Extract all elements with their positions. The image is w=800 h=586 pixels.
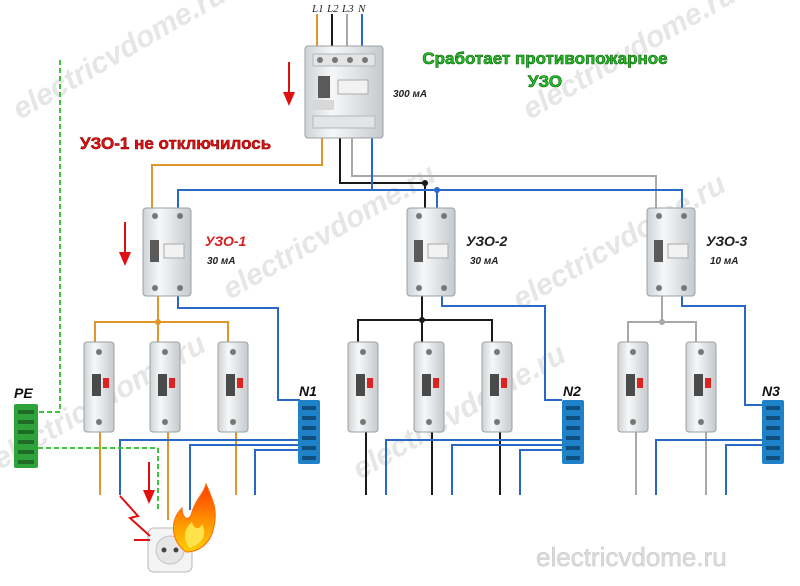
breaker-2-1: [347, 341, 379, 433]
rcd-3-current: 10 мА: [710, 256, 739, 267]
n3-label: N3: [762, 383, 780, 399]
pe-label: PE: [14, 385, 33, 401]
rcd-labels: УЗО-1 30 мА УЗО-2 30 мА УЗО-3 10 мА: [205, 233, 747, 267]
watermark-1: electricvdome.ru: [7, 0, 231, 126]
breaker-1-2: [149, 341, 181, 433]
main-rcd-current: 300 мА: [393, 89, 427, 100]
breakers: [83, 341, 717, 433]
rcd-3-name: УЗО-3: [706, 233, 747, 249]
pe-busbar-icon: [14, 404, 38, 468]
rcd-1-device: [142, 207, 192, 297]
headline: Сработает противопожарное УЗО: [422, 49, 668, 92]
phase-labels: L1 L2 L3 N: [311, 3, 366, 15]
n2-busbar-icon: [562, 400, 584, 464]
status-note: УЗО-1 не отключилось: [80, 134, 271, 153]
spark-icon: [119, 495, 151, 541]
phase-label-n: N: [357, 3, 366, 15]
phase-label-l1: L1: [311, 3, 324, 15]
phase-label-l3: L3: [341, 3, 354, 15]
n1-busbar-icon: [298, 400, 320, 464]
rcd-3-device: [646, 207, 696, 297]
headline-line-1: Сработает противопожарное: [422, 49, 667, 68]
phase-label-l2: L2: [326, 3, 339, 15]
arrow-down-icon-rcd1: [119, 222, 131, 266]
breaker-3-1: [617, 341, 649, 433]
wires: [38, 14, 765, 520]
main-rcd: [304, 45, 384, 139]
rcd-2-current: 30 мА: [470, 256, 499, 267]
rcd-2-device: [406, 207, 456, 297]
junction-dots: [155, 180, 665, 325]
breaker-1-3: [217, 341, 249, 433]
headline-line-2: УЗО: [528, 72, 562, 91]
fire-icon: [173, 482, 216, 553]
n3-busbar-icon: [762, 400, 784, 464]
n2-label: N2: [563, 383, 581, 399]
breaker-2-2: [413, 341, 445, 433]
breaker-2-3: [481, 341, 513, 433]
rcd-2-name: УЗО-2: [466, 233, 507, 249]
arrow-down-icon-main: [283, 62, 295, 106]
busbar-labels: PE N1 N2 N3: [14, 383, 780, 401]
watermark-6: electricvdome.ru: [347, 337, 571, 486]
rcd-1-current: 30 мА: [207, 256, 236, 267]
n1-label: N1: [299, 383, 317, 399]
arrow-down-icon-socket: [143, 462, 155, 504]
breaker-3-2: [685, 341, 717, 433]
rcd-1-name: УЗО-1: [205, 233, 246, 249]
socket-icon: [147, 527, 193, 573]
breaker-1-1: [83, 341, 115, 433]
site-watermark: electricvdome.ru: [536, 542, 727, 572]
